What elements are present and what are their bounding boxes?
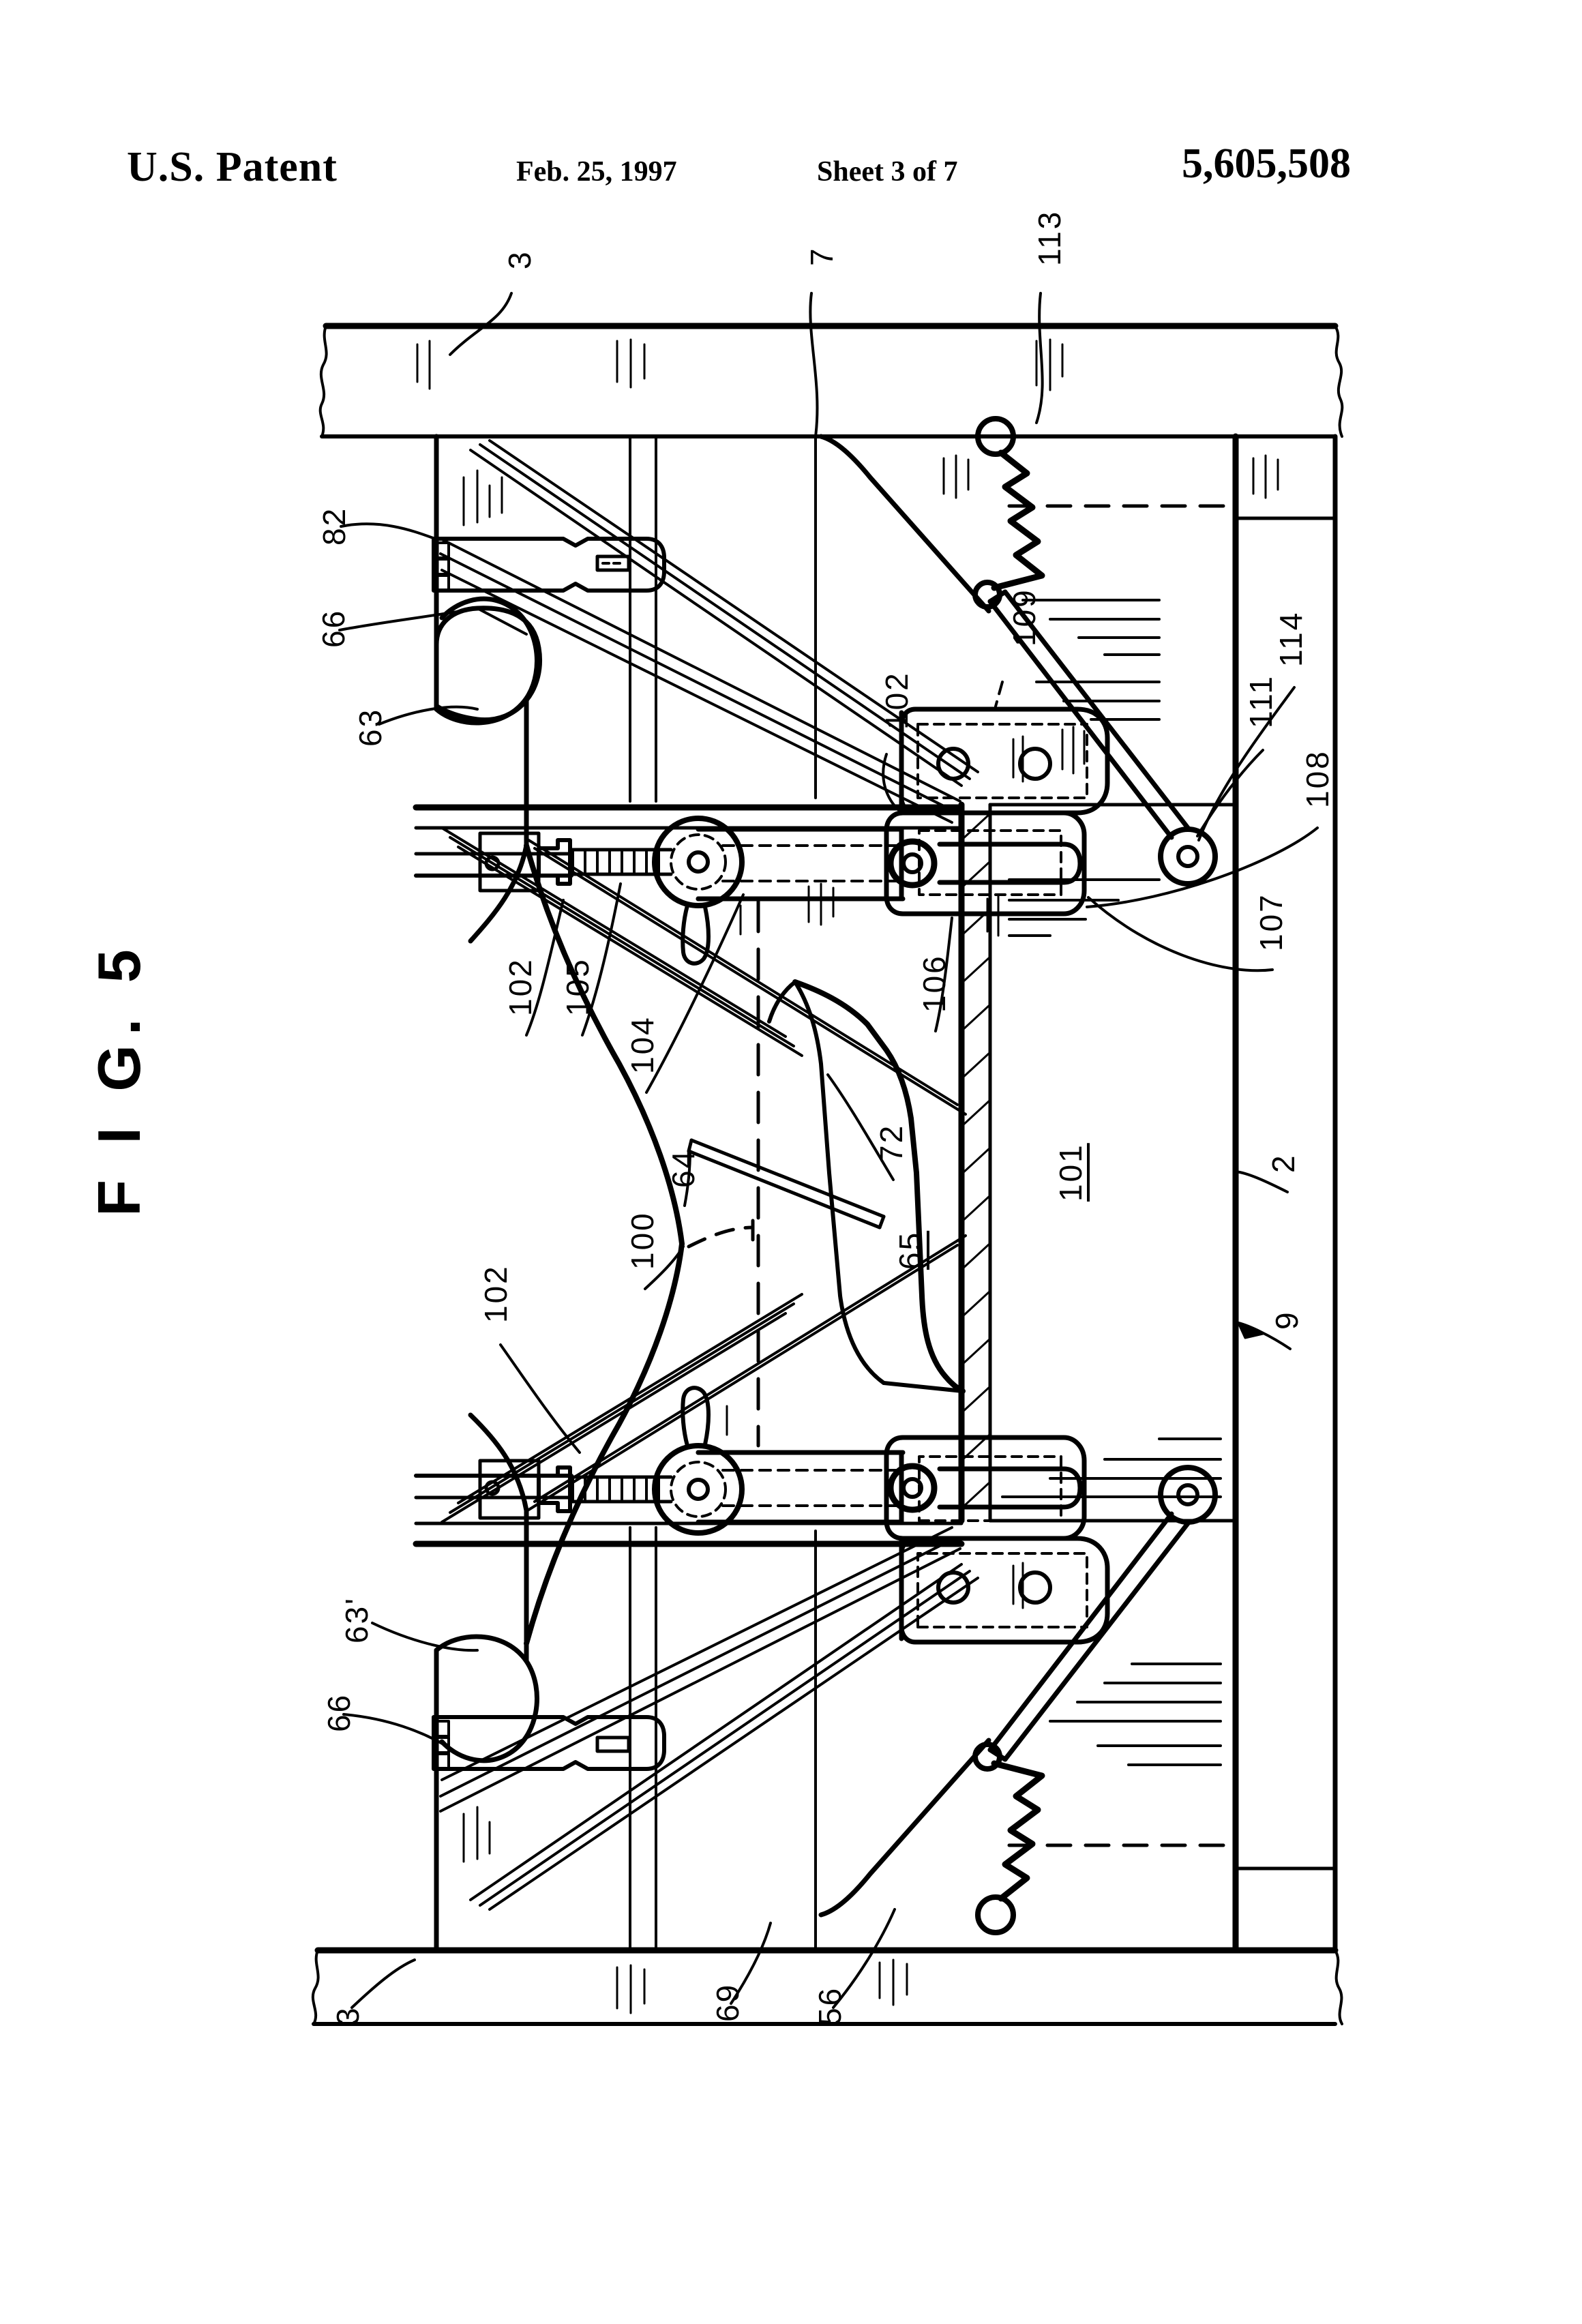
pivot-axis-member-64 — [687, 1138, 886, 1230]
reference-numeral-65: 65 — [893, 1230, 928, 1270]
reference-numeral-3: 3 — [502, 250, 537, 269]
reference-numeral-56: 56 — [812, 1986, 848, 2025]
leader-109-dash — [994, 681, 1004, 708]
reference-numeral-3: 3 — [330, 2006, 365, 2025]
reference-numeral-66: 66 — [316, 608, 351, 648]
slotted-bracket-82 — [432, 537, 666, 593]
reference-numeral-63: 63 — [353, 707, 388, 747]
frame-upright-2 — [1232, 433, 1338, 1954]
reference-numeral-66: 66 — [321, 1693, 357, 1732]
reference-numeral-109: 109 — [1006, 588, 1042, 646]
reference-numeral-102: 102 — [503, 957, 538, 1016]
patent-date: Feb. 25, 1997 — [516, 156, 677, 188]
left-profile-arc — [524, 843, 685, 1646]
bottom-rail-3 — [311, 1947, 1343, 2026]
reference-numeral-114: 114 — [1273, 610, 1309, 667]
reference-numeral-107: 107 — [1253, 893, 1289, 951]
reference-numeral-104: 104 — [625, 1015, 660, 1074]
reference-numeral-111: 111 — [1243, 674, 1279, 728]
panel-shading-right — [1021, 599, 1222, 1766]
patent-header: U.S. Patent Feb. 25, 1997 Sheet 3 of 7 5… — [0, 0, 1582, 225]
reference-numeral-9: 9 — [1269, 1310, 1304, 1330]
reference-numeral-69: 69 — [710, 1982, 745, 2022]
slotted-bracket-82-lower — [432, 1715, 666, 1771]
wedge-plate-72 — [767, 979, 966, 1394]
top-rail-3 — [318, 323, 1344, 438]
sheet-number: Sheet 3 of 7 — [817, 156, 958, 188]
reference-numeral-2: 2 — [1266, 1153, 1301, 1173]
reference-numeral-113: 113 — [1032, 209, 1067, 266]
reference-numeral-108: 108 — [1300, 749, 1335, 808]
reference-numeral-100: 100 — [625, 1211, 660, 1270]
reference-numeral-63prime: 63' — [339, 1596, 374, 1643]
reference-numeral-102: 102 — [478, 1264, 513, 1323]
reference-numeral-102: 102 — [879, 671, 914, 730]
arcuate-cutout-100 — [687, 1219, 755, 1249]
reference-numeral-105: 105 — [560, 957, 595, 1016]
hydraulic-assembly-upper — [413, 416, 1279, 966]
reference-numeral-72: 72 — [874, 1123, 909, 1163]
reference-numeral-7: 7 — [804, 246, 839, 266]
leader-lines — [338, 292, 1319, 2009]
patent-number: 5,605,508 — [1182, 140, 1351, 187]
hydraulic-assembly-lower — [413, 1386, 1236, 1935]
detail-hatch-marks — [462, 469, 1024, 1863]
diagonal-panel-lines-upper — [439, 439, 979, 1116]
reference-numeral-101: 101 — [1053, 1143, 1088, 1202]
reference-numeral-106: 106 — [916, 954, 952, 1013]
arrow-9 — [1237, 1322, 1264, 1339]
reference-numeral-64: 64 — [666, 1148, 701, 1188]
diagonal-panel-lines-lower — [439, 1234, 979, 1911]
patent-office-title: U.S. Patent — [127, 144, 338, 190]
reference-numeral-82: 82 — [316, 506, 352, 546]
